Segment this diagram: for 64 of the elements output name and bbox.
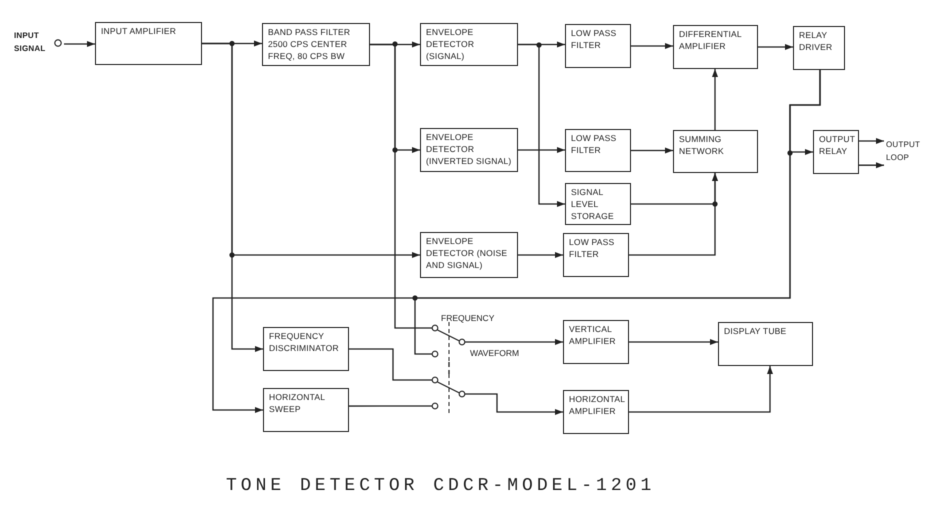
arrow bbox=[629, 339, 718, 345]
block-label: ENVELOPE DETECTOR (NOISE AND SIGNAL) bbox=[426, 236, 508, 272]
arrow bbox=[629, 173, 718, 256]
block-label: DIFFERENTIAL AMPLIFIER bbox=[679, 29, 743, 53]
arrow bbox=[758, 44, 793, 50]
connector-line bbox=[448, 362, 450, 374]
switch-position-label: FREQUENCY bbox=[441, 312, 494, 325]
switch-symbol bbox=[430, 322, 468, 362]
block-label: ENVELOPE DETECTOR (SIGNAL) bbox=[426, 27, 476, 63]
arrow bbox=[631, 148, 673, 154]
connector-line bbox=[349, 348, 430, 381]
block-box bbox=[563, 320, 629, 364]
block-label: RELAY DRIVER bbox=[799, 30, 834, 54]
block-label: SUMMING NETWORK bbox=[679, 134, 725, 158]
block-label: OUTPUT RELAY bbox=[819, 134, 853, 158]
block-label: HORIZONTAL SWEEP bbox=[269, 392, 326, 416]
block-label: LOW PASS FILTER bbox=[571, 28, 618, 52]
block-box bbox=[420, 23, 518, 66]
switch-symbol bbox=[430, 374, 468, 414]
block-box bbox=[263, 327, 349, 371]
block-box bbox=[563, 233, 629, 277]
block-box bbox=[420, 232, 518, 278]
block-box bbox=[563, 390, 629, 434]
arrow bbox=[468, 339, 563, 345]
block-box bbox=[263, 388, 349, 432]
arrow bbox=[202, 42, 263, 352]
switch-position-label: WAVEFORM bbox=[470, 347, 520, 360]
arrow bbox=[629, 366, 773, 413]
arrow bbox=[518, 252, 563, 258]
arrow bbox=[518, 147, 565, 153]
connector-line bbox=[370, 44, 430, 329]
output-label: OUTPUT LOOP bbox=[886, 139, 921, 164]
arrow bbox=[859, 138, 884, 144]
block-label: LOW PASS FILTER bbox=[569, 237, 616, 261]
block-label: LOW PASS FILTER bbox=[571, 133, 618, 157]
block-box bbox=[813, 130, 859, 174]
block-box bbox=[262, 23, 370, 66]
terminal-label: INPUT SIGNAL bbox=[14, 30, 46, 55]
block-box bbox=[718, 322, 813, 366]
arrow bbox=[64, 41, 95, 47]
block-label: BAND PASS FILTER 2500 CPS CENTER FREQ, 80 CPS BW bbox=[268, 27, 352, 63]
arrow bbox=[631, 43, 673, 49]
block-label: SIGNAL LEVEL STORAGE bbox=[571, 187, 615, 223]
block-box bbox=[673, 25, 758, 69]
arrow bbox=[468, 393, 563, 415]
block-box bbox=[565, 24, 631, 68]
block-box bbox=[565, 183, 631, 225]
arrow bbox=[859, 162, 884, 168]
block-box bbox=[565, 129, 631, 172]
block-box bbox=[95, 22, 202, 65]
block-box bbox=[420, 128, 518, 172]
block-label: INPUT AMPLIFIER bbox=[101, 26, 178, 38]
connector-line bbox=[414, 70, 821, 355]
block-label: HORIZONTAL AMPLIFIER bbox=[569, 394, 623, 418]
block-label: VERTICAL AMPLIFIER bbox=[569, 324, 617, 348]
arrow bbox=[518, 44, 565, 207]
caption: TONE DETECTOR CDCR-MODEL-1201 bbox=[226, 476, 656, 496]
connector-line bbox=[349, 405, 430, 407]
block-label: DISPLAY TUBE bbox=[724, 326, 788, 338]
block-label: FREQUENCY DISCRIMINATOR bbox=[269, 331, 340, 355]
block-box bbox=[793, 26, 845, 70]
block-label: ENVELOPE DETECTOR (INVERTED SIGNAL) bbox=[426, 132, 512, 168]
block-box bbox=[673, 130, 758, 173]
arrow bbox=[712, 69, 718, 130]
